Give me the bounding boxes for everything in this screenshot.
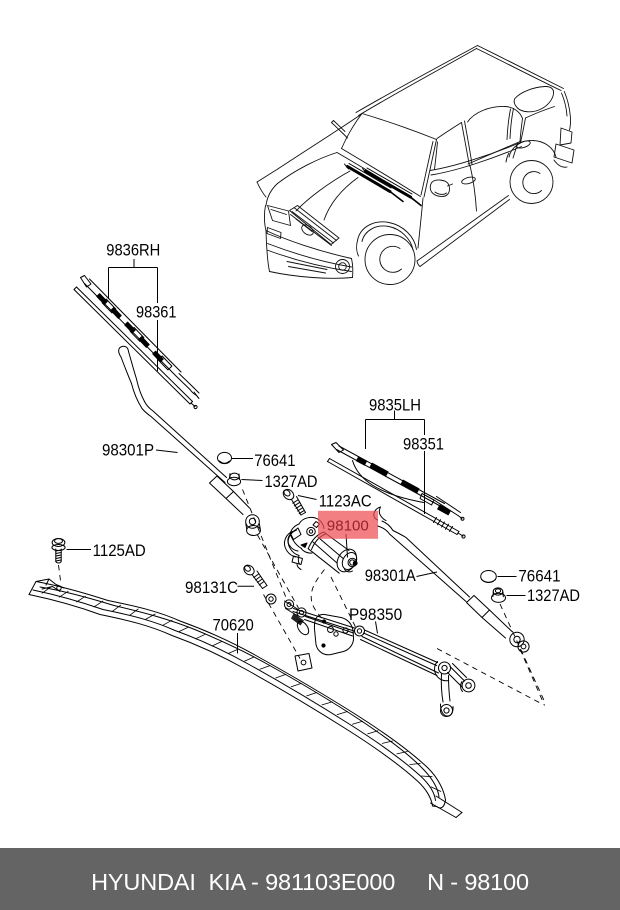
- svg-text:98100: 98100: [327, 517, 369, 534]
- svg-text:98131C: 98131C: [185, 579, 238, 597]
- svg-text:98301A: 98301A: [365, 567, 416, 585]
- svg-text:P98350: P98350: [349, 606, 402, 624]
- svg-text:9835LH: 9835LH: [369, 397, 421, 415]
- svg-text:1125AD: 1125AD: [93, 542, 146, 560]
- svg-text:1123AC: 1123AC: [319, 493, 372, 511]
- svg-text:98351: 98351: [403, 436, 444, 454]
- svg-text:9836RH: 9836RH: [106, 242, 160, 260]
- svg-text:98361: 98361: [136, 304, 177, 322]
- svg-text:98301P: 98301P: [102, 442, 154, 460]
- svg-text:70620: 70620: [213, 617, 254, 635]
- svg-text:76641: 76641: [518, 568, 560, 586]
- svg-text:76641: 76641: [254, 452, 295, 470]
- svg-text:1327AD: 1327AD: [265, 473, 318, 491]
- svg-text:1327AD: 1327AD: [527, 587, 580, 605]
